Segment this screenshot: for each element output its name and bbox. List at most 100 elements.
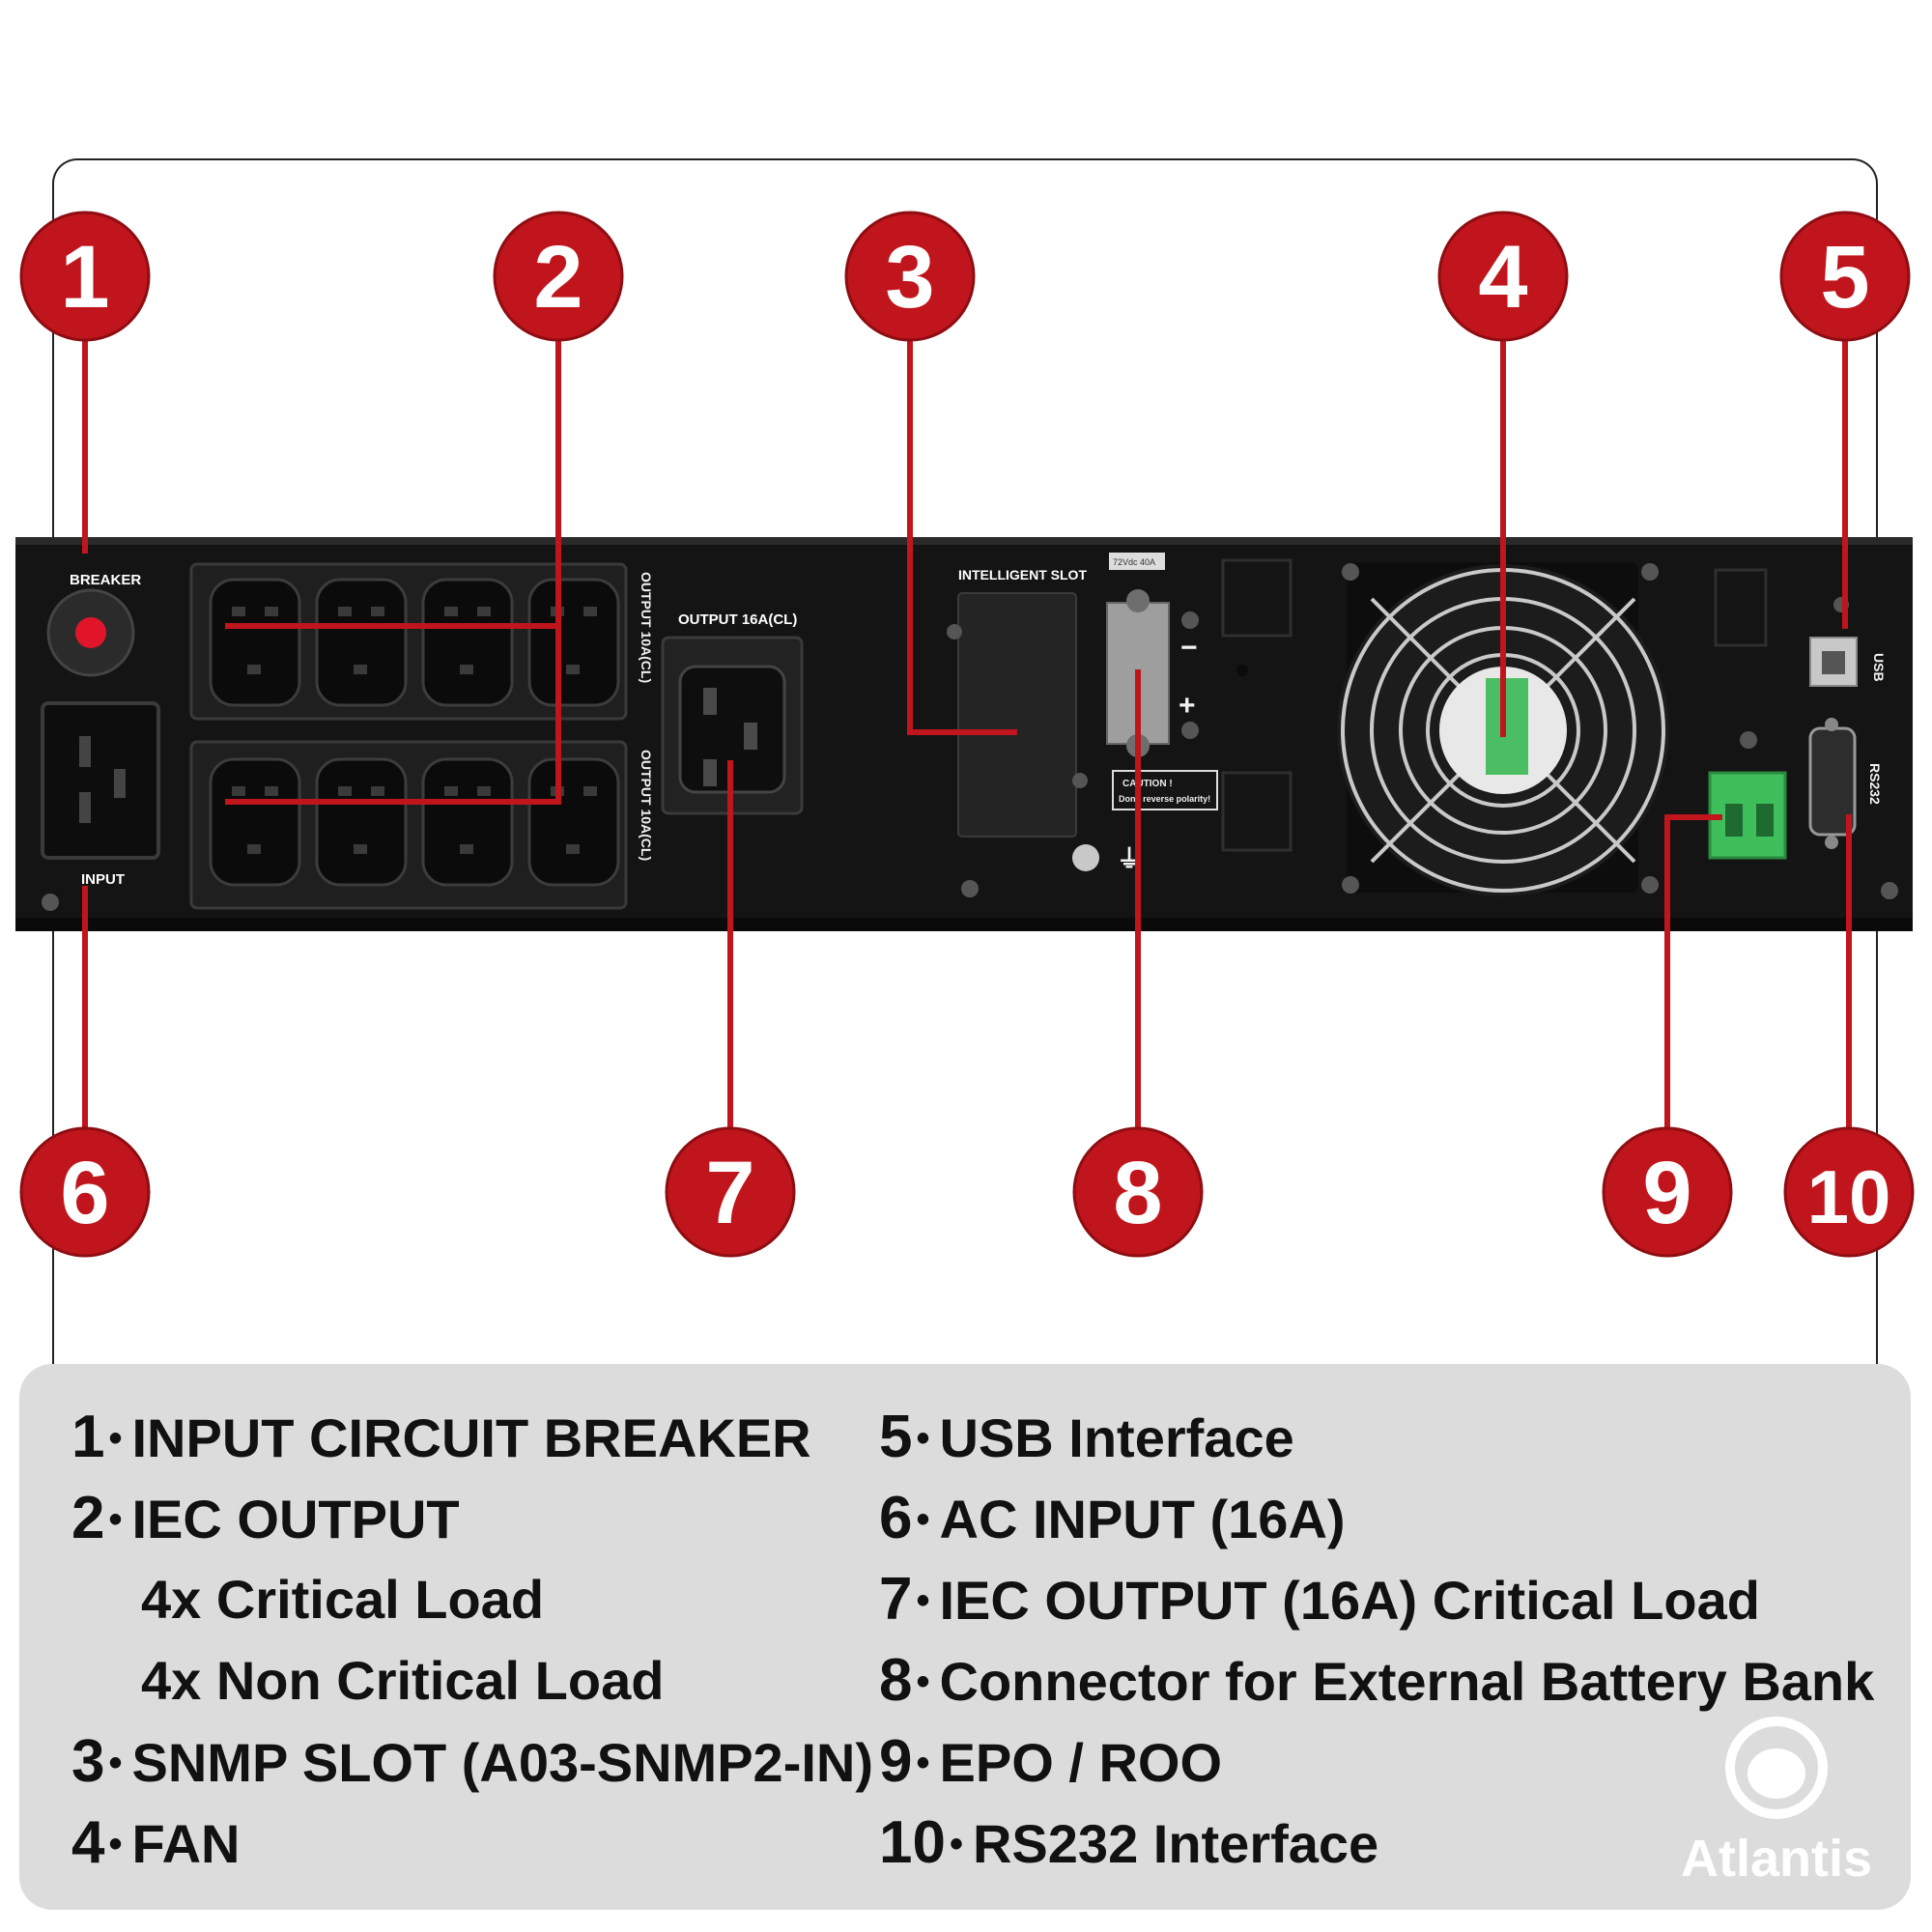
legend-item: 9•EPO / ROO (879, 1721, 1874, 1803)
caution-title: CAUTION ! (1122, 779, 1173, 789)
legend-number: 2 (71, 1485, 105, 1551)
outlet-pin (477, 786, 491, 796)
legend-item: 4•FAN (71, 1803, 873, 1884)
outlet-10a-non-critical-3[interactable] (421, 757, 514, 887)
output10-label-top: OUTPUT 10A(CL) (639, 572, 654, 683)
legend-text: 4x Non Critical Load (141, 1650, 665, 1711)
callout-number-6: 6 (60, 1144, 109, 1242)
screw (947, 624, 962, 639)
brand-name: Atlantis (1680, 1830, 1873, 1888)
callout-badge-5 (1779, 211, 1911, 342)
outlet-pin (583, 607, 597, 616)
outlet-10a-critical-1[interactable] (209, 578, 301, 707)
caution-text: Don't reverse polarity! (1119, 794, 1210, 804)
ac-input-pin-left-2 (79, 792, 91, 823)
outlet-pin (232, 607, 245, 616)
legend-panel: 1•INPUT CIRCUIT BREAKER 2 • IEC OUTPUT 4x Cr… (19, 1364, 1911, 1910)
blank-cutout (1221, 558, 1293, 638)
atlantis-logo-icon (1725, 1717, 1828, 1819)
outlet-pin (371, 786, 384, 796)
legend-bullet: • (108, 1823, 123, 1865)
breaker-button[interactable] (75, 617, 106, 648)
legend-item: 8•Connector for External Battery Bank (879, 1640, 1874, 1721)
legend-text: 4x Critical Load (141, 1569, 545, 1630)
callout-number-1: 1 (60, 228, 109, 327)
callout-badge-8 (1072, 1126, 1204, 1258)
outlet-pin (444, 607, 458, 616)
leader-3 (907, 320, 1017, 735)
battery-minus-sign: − (1180, 632, 1198, 664)
rs232-label: RS232 (1867, 763, 1883, 805)
callout-number-2: 2 (533, 228, 582, 327)
fan-hub-green (1486, 678, 1528, 775)
outlet-pin (460, 665, 473, 674)
legend-bullet: • (916, 1579, 930, 1622)
outlet-pin (338, 786, 352, 796)
legend-number: 4 (71, 1809, 105, 1876)
outlet-pin (460, 844, 473, 854)
callout-number-3: 3 (885, 228, 934, 327)
battery-plus-sign: + (1179, 690, 1196, 722)
legend-bullet: • (916, 1661, 930, 1703)
callout-number-7: 7 (705, 1144, 754, 1242)
outlet-10a-non-critical-4[interactable] (527, 757, 620, 887)
leader-2 (225, 320, 561, 805)
outlet-10a-critical-2[interactable] (315, 578, 408, 707)
callout-number-10: 10 (1807, 1154, 1891, 1239)
outlet-16a-pin (744, 723, 757, 750)
outlet-10a-non-critical-1[interactable] (209, 757, 301, 887)
outlet-pin (371, 607, 384, 616)
outlet-pin (583, 786, 597, 796)
outlet-16a-pin (703, 759, 717, 786)
legend-number: 5 (879, 1404, 913, 1470)
legend-item: 1•INPUT CIRCUIT BREAKER (71, 1397, 873, 1478)
legend-text: IEC OUTPUT (131, 1489, 460, 1549)
legend-item: 4x Critical Load (71, 1559, 873, 1640)
blank-cutout (1714, 568, 1768, 647)
outlet-16a-pin (703, 688, 717, 715)
legend-text: EPO / ROO (939, 1732, 1223, 1793)
callout-badge-7 (665, 1126, 796, 1258)
callout-badge-1 (19, 211, 151, 342)
callout-badge-9 (1602, 1126, 1733, 1258)
usb-port-inner (1822, 651, 1845, 674)
outlet-pin (265, 607, 278, 616)
outlet-pin (444, 786, 458, 796)
legend-text: IEC OUTPUT (16A) Critical Load (939, 1570, 1760, 1631)
outlet-pin (265, 786, 278, 796)
legend-text: AC INPUT (16A) (939, 1489, 1346, 1549)
ac-input-pin-right (114, 769, 126, 798)
intelligent-slot-cover[interactable] (957, 592, 1077, 838)
intelligent-slot-label: INTELLIGENT SLOT (958, 567, 1087, 582)
callout-number-4: 4 (1478, 228, 1527, 327)
outlet-10a-critical-3[interactable] (421, 578, 514, 707)
battery-connector-screw (1126, 589, 1150, 612)
legend-text: USB Interface (939, 1407, 1294, 1468)
legend-number: 6 (879, 1485, 913, 1551)
legend-text: SNMP SLOT (A03-SNMP2-IN) (131, 1732, 873, 1793)
outlet-pin (232, 786, 245, 796)
outlet-10a-non-critical-2[interactable] (315, 757, 408, 887)
legend-item: 4x Non Critical Load (71, 1640, 873, 1721)
legend-text: Connector for External Battery Bank (939, 1651, 1875, 1712)
ups-rear-panel-diagram: BREAKER INPUT OUTPUT 10A(CL) OUTPUT 10A(… (15, 211, 1915, 1258)
usb-label: USB (1871, 653, 1887, 682)
outlet-pin (354, 844, 367, 854)
callout-badge-3 (844, 211, 976, 342)
brand-logo: Atlantis (1675, 1712, 1878, 1889)
outlet-pin (247, 665, 261, 674)
outlet-10a-critical-4[interactable] (527, 578, 620, 707)
screw (1881, 882, 1898, 899)
screw (1342, 563, 1359, 581)
blank-cutout (1221, 771, 1293, 852)
ac-input-socket[interactable] (41, 701, 160, 860)
callout-badge-2 (493, 211, 624, 342)
hole (1236, 665, 1248, 676)
epo-terminal-slot (1725, 804, 1743, 837)
leader-9 (1664, 814, 1722, 1139)
ac-input-pin-left (79, 736, 91, 767)
legend-item: 6•AC INPUT (16A) (879, 1478, 1874, 1559)
breaker-label: BREAKER (70, 572, 141, 588)
